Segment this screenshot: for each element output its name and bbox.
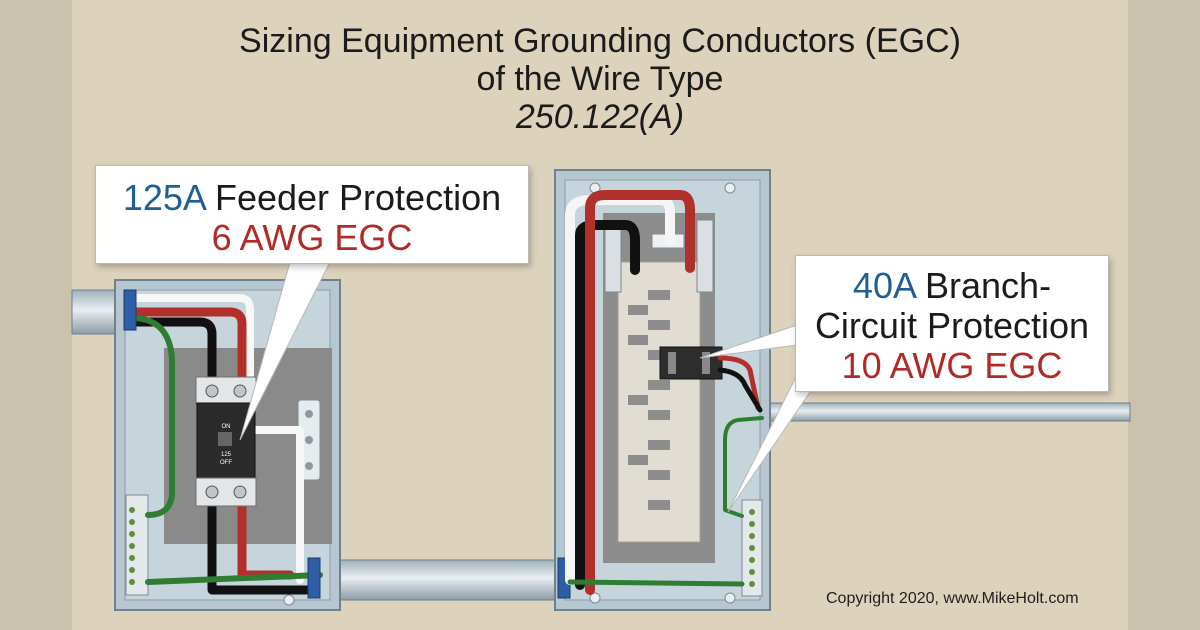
feeder-callout: 125A Feeder Protection 6 AWG EGC: [95, 165, 529, 264]
breaker-off-label: OFF: [220, 460, 232, 466]
locknut-left-bottom: [307, 557, 321, 599]
title-line-3: 250.122(A): [515, 98, 685, 136]
branch-label-line-2: Circuit Protection: [814, 305, 1090, 346]
title-line-1: Sizing Equipment Grounding Conductors (E…: [239, 22, 961, 60]
background-left-band: [0, 0, 72, 630]
background-right-band: [1128, 0, 1200, 630]
feeder-rating: 125A: [122, 177, 205, 218]
feeder-callout-line-1: 125A Feeder Protection: [96, 178, 528, 218]
conduit-between-panels: [314, 559, 561, 601]
title-line-2: of the Wire Type: [476, 60, 724, 98]
conduit-right-exit: [759, 402, 1131, 422]
branch-label-line-1: Branch-: [925, 265, 1052, 306]
branch-callout: 40A Branch- Circuit Protection 10 AWG EG…: [795, 255, 1109, 392]
feeder-label: Feeder Protection: [214, 177, 502, 218]
branch-callout-line-1: 40A Branch-: [796, 266, 1108, 306]
breaker-on-label: ON: [222, 424, 231, 430]
panel-conductors: [565, 190, 764, 595]
feeder-breaker: ON 125 OFF: [195, 376, 257, 507]
locknut-left-top: [123, 289, 137, 331]
feeder-egc: 6 AWG EGC: [211, 217, 413, 258]
copyright-notice: Copyright 2020, www.MikeHolt.com: [826, 590, 1079, 607]
breaker-rating-label: 125: [221, 452, 232, 458]
branch-egc: 10 AWG EGC: [841, 345, 1063, 386]
panelboard-enclosure: [554, 169, 771, 611]
branch-rating: 40A: [852, 265, 915, 306]
